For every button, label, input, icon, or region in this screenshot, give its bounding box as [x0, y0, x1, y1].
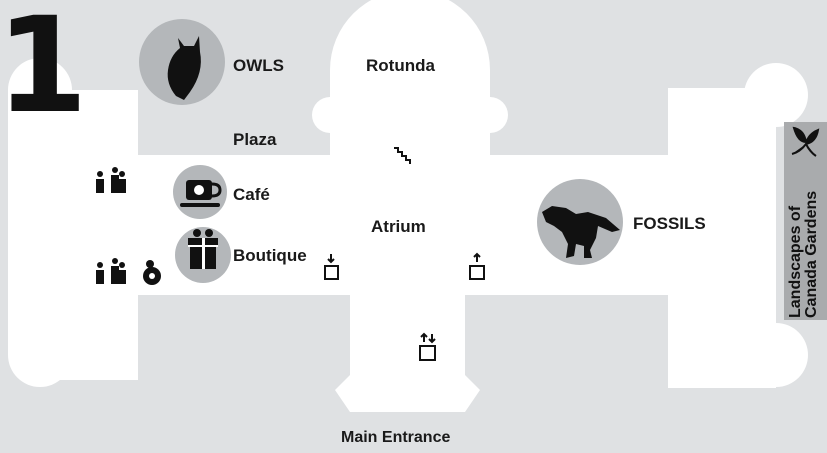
elevator-down-icon — [324, 254, 339, 280]
family-washroom-icon-1 — [96, 167, 126, 193]
gardens-side-tab — [784, 122, 827, 320]
coffee-cup-icon — [180, 180, 222, 207]
owl-icon — [167, 36, 201, 100]
stairs-icon — [394, 147, 411, 164]
rotunda-label: Rotunda — [366, 56, 435, 75]
gift-box-icon — [188, 229, 218, 269]
cafe-label: Café — [233, 185, 270, 204]
gardens-label: Landscapes of Canada Gardens — [787, 126, 820, 318]
plaza-label: Plaza — [233, 130, 277, 149]
plant-icon — [791, 126, 820, 157]
atrium-label: Atrium — [371, 217, 426, 236]
family-washroom-icon-2 — [96, 258, 126, 284]
boutique-label: Boutique — [233, 246, 307, 265]
elevator-up-icon — [469, 252, 485, 280]
dinosaur-icon — [542, 206, 620, 258]
accessible-elevator-icon — [419, 332, 436, 361]
owls-label: OWLS — [233, 56, 284, 75]
floor-number: 1 — [0, 0, 88, 143]
gardens-label-line1: Landscapes of — [787, 205, 804, 318]
fossils-label: FOSSILS — [633, 214, 706, 233]
main-entrance-label: Main Entrance — [341, 429, 451, 446]
gardens-label-line2: Canada Gardens — [803, 190, 820, 318]
baby-change-icon — [143, 260, 161, 285]
